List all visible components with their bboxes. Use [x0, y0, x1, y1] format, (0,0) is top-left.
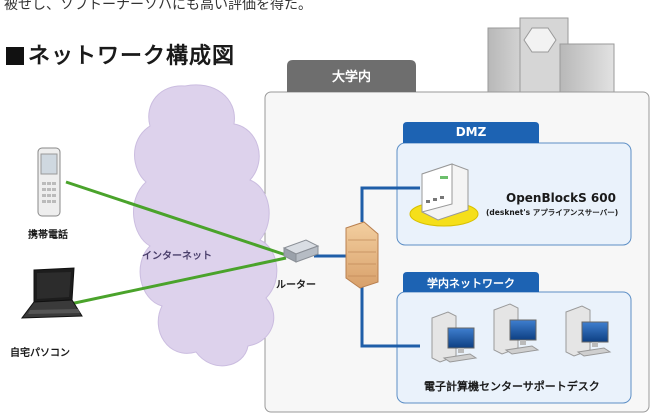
campus-network-zone-label: 学内ネットワーク [427, 277, 515, 290]
support-desk-label: 電子計算機センターサポートデスク [424, 380, 600, 393]
phone-link [65, 180, 287, 257]
heading-square-icon [6, 47, 24, 65]
home-pc-label: 自宅パソコン [10, 348, 70, 359]
internet-cloud [133, 84, 278, 367]
firewall-icon [345, 221, 379, 289]
desktop-pc-icon [431, 311, 478, 363]
server-subtitle-label: (desknet's アプライアンスサーバー) [486, 208, 619, 217]
phone-label: 携帯電話 [28, 230, 68, 241]
homepc-link [69, 256, 287, 306]
internal-links [314, 186, 420, 348]
diagram-heading: ネットワーク構成図 [6, 38, 235, 70]
mobile-phone-icon [37, 147, 61, 217]
campus-network-tab [403, 272, 539, 292]
university-tab [287, 60, 416, 92]
dmz-tab [403, 122, 539, 143]
server-appliance-icon [409, 163, 479, 227]
server-name-label: OpenBlockS 600 [506, 191, 616, 205]
router-icon [282, 239, 320, 263]
internet-label: インターネット [142, 251, 212, 262]
router-label: ルーター [276, 280, 316, 291]
dmz-zone-label: DMZ [455, 125, 487, 139]
heading-text: ネットワーク構成図 [28, 44, 236, 69]
intro-text-fragment: 被せし、ソフトーナーソハにも高い評価を得た。 [4, 0, 312, 13]
university-zone-label: 大学内 [331, 70, 371, 85]
laptop-icon [20, 267, 83, 319]
desktop-pc-icon [565, 305, 612, 357]
desktop-pc-icon [493, 303, 540, 355]
